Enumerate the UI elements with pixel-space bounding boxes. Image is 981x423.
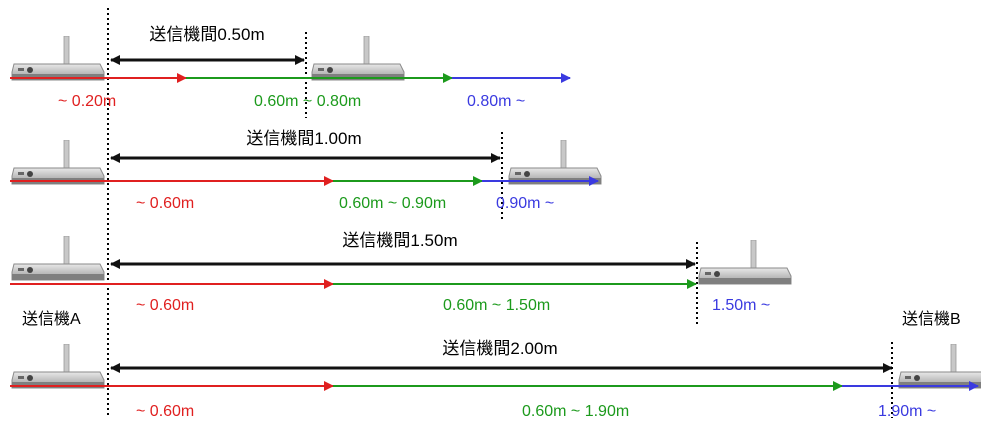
far-range-label: 1.50m ~ (712, 297, 771, 314)
transmitter-b-icon (311, 36, 405, 81)
mid-range-label: 0.60m ~ 0.90m (339, 195, 447, 212)
transmitter-a-icon (11, 36, 105, 81)
near-range-label: ~ 0.60m (136, 403, 195, 420)
transmitter-b-label: 送信機B (902, 311, 961, 328)
transmitter-a-icon (11, 344, 105, 389)
transmitter-b-icon (508, 140, 602, 185)
mid-range-label: 0.60m ~ 1.90m (522, 403, 630, 420)
mid-range-label: 0.60m ~ 0.80m (254, 93, 362, 110)
transmitter-a-icon (11, 140, 105, 185)
far-range-label: 0.80m ~ (467, 93, 526, 110)
transmitter-a-icon (11, 236, 105, 281)
near-range-label: ~ 0.20m (58, 93, 117, 110)
transmitter-b-icon (698, 240, 792, 285)
near-range-label: ~ 0.60m (136, 297, 195, 314)
mid-range-label: 0.60m ~ 1.50m (443, 297, 551, 314)
separation-label: 送信機間1.50m (342, 231, 458, 250)
near-range-label: ~ 0.60m (136, 195, 195, 212)
separation-label: 送信機間1.00m (246, 129, 362, 148)
transmitter-b-icon (898, 344, 981, 389)
far-range-label: 1.90m ~ (878, 403, 937, 420)
far-range-label: 0.90m ~ (496, 195, 555, 212)
separation-label: 送信機間2.00m (442, 339, 558, 358)
separation-label: 送信機間0.50m (149, 25, 265, 44)
transmitter-a-label: 送信機A (22, 311, 81, 328)
